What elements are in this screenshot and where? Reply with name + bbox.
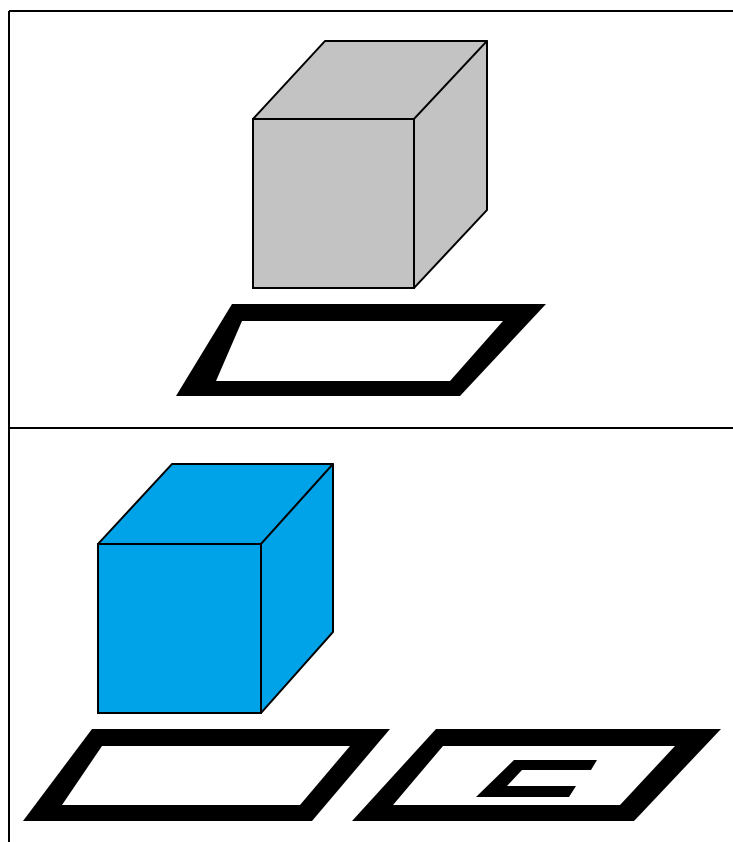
top-panel (176, 41, 546, 396)
top-target-pad (176, 304, 546, 396)
bottom-cube-front-face (98, 544, 261, 713)
bottom-left-target-pad (23, 729, 390, 821)
top-cube-front-face (253, 119, 414, 288)
bottom-right-target (352, 729, 721, 821)
bracket-c-icon (476, 760, 597, 797)
bottom-right-target-pad (352, 729, 721, 821)
bottom-panel (23, 464, 721, 821)
bottom-cube (98, 464, 333, 713)
top-cube (253, 41, 487, 288)
